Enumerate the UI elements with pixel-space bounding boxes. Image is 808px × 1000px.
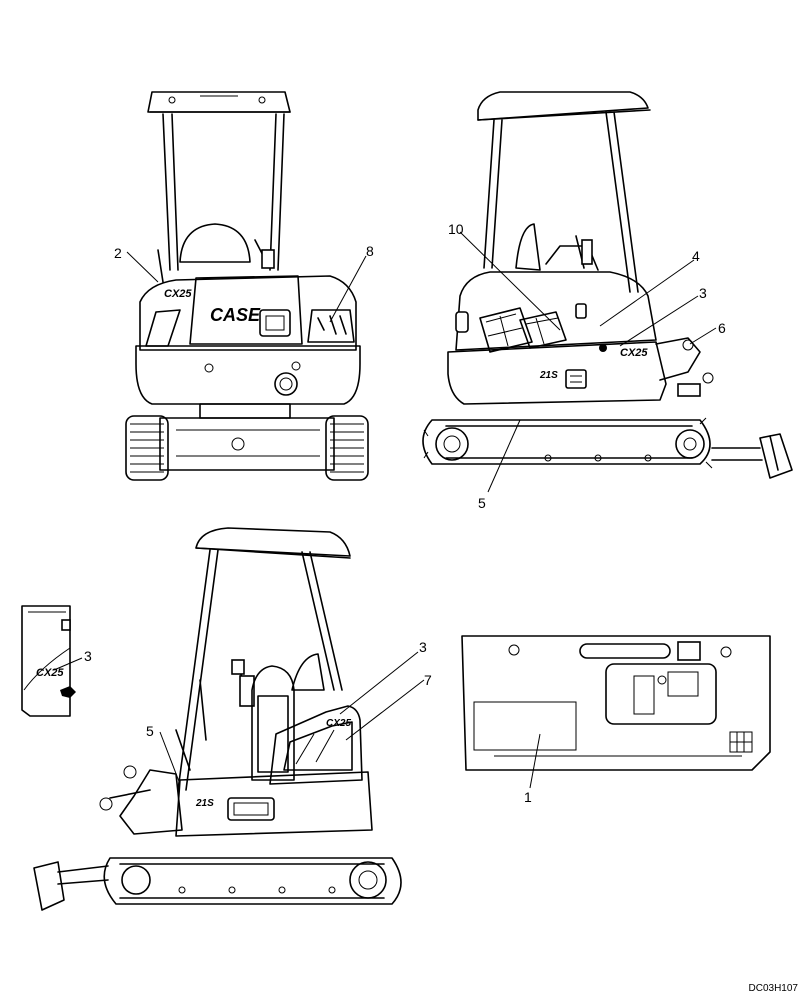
callout-5-quarter: 5 — [146, 723, 154, 739]
three-quarter-view — [33, 527, 402, 911]
callout-5-side: 5 — [478, 495, 486, 511]
callout-1: 1 — [524, 789, 532, 805]
three-quarter-model-decal: CX25 — [326, 718, 351, 729]
side-model-decal: CX25 — [620, 347, 648, 359]
callout-3-quarter: 3 — [419, 639, 427, 655]
three-quarter-code-decal: 21S — [195, 798, 214, 809]
callout-7: 7 — [424, 672, 432, 688]
callout-3-inset: 3 — [84, 648, 92, 664]
callout-2: 2 — [114, 245, 122, 261]
inset-model-decal: CX25 — [36, 667, 64, 679]
rear-model-decal: CX25 — [164, 288, 192, 300]
panel-detail — [461, 635, 771, 771]
reference-code: DC03H107 — [748, 983, 798, 994]
callout-10: 10 — [448, 221, 464, 237]
side-code-decal: 21S — [539, 370, 558, 381]
callout-3-side: 3 — [699, 285, 707, 301]
rear-brand-decal: CASE — [210, 305, 261, 325]
callout-8: 8 — [366, 243, 374, 259]
side-view — [422, 91, 793, 479]
callout-4: 4 — [692, 248, 700, 264]
leader-lines — [53, 231, 717, 789]
rear-view — [125, 91, 369, 481]
detail-inset — [21, 605, 76, 717]
callout-6: 6 — [718, 320, 726, 336]
